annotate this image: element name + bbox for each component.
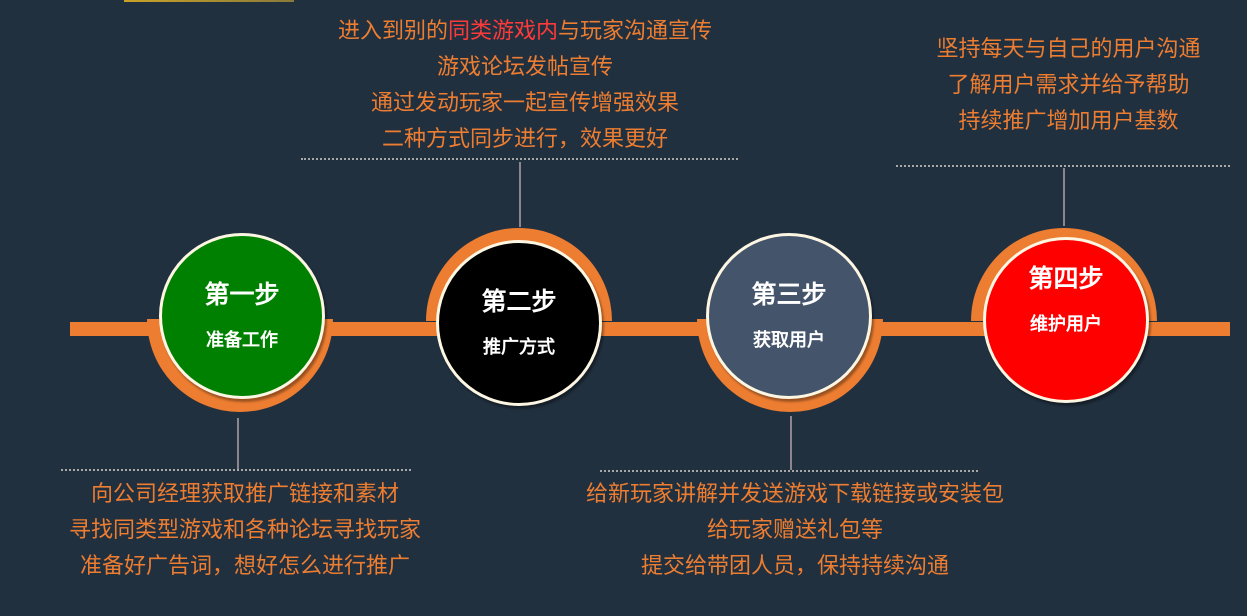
- step3-subtitle: 获取用户: [753, 330, 825, 351]
- step2-dotted-line: [301, 158, 738, 160]
- top-accent-line: [124, 0, 294, 2]
- step3-circle: 第三步 获取用户: [706, 233, 872, 399]
- step4-title: 第四步: [1028, 264, 1104, 293]
- step1-circle: 第一步 准备工作: [159, 233, 325, 399]
- step4-notes: 坚持每天与自己的用户沟通 了解用户需求并给予帮助 持续推广增加用户基数: [890, 32, 1247, 140]
- step1-note: 准备好广告词，想好怎么进行推广: [79, 554, 410, 579]
- step2-note-first: 进入到别的同类游戏内与玩家沟通宣传: [300, 14, 750, 50]
- step2-note: 二种方式同步进行，效果更好: [381, 127, 668, 152]
- step2-connector: [519, 162, 521, 227]
- step2-subtitle: 推广方式: [483, 337, 555, 358]
- step4-circle: 第四步 维护用户: [983, 237, 1149, 403]
- step4-note: 了解用户需求并给予帮助: [947, 73, 1190, 98]
- step1-note: 向公司经理获取推广链接和素材: [90, 482, 399, 507]
- step4-note: 持续推广增加用户基数: [958, 109, 1179, 134]
- step1-subtitle: 准备工作: [206, 330, 278, 351]
- step1-notes: 向公司经理获取推广链接和素材 寻找同类型游戏和各种论坛寻找玩家 准备好广告词，想…: [40, 477, 450, 585]
- step1-connector: [237, 418, 239, 470]
- step1-title: 第一步: [204, 280, 280, 309]
- step4-note: 坚持每天与自己的用户沟通: [936, 37, 1201, 62]
- step3-connector: [790, 416, 792, 470]
- step2-note-text: 进入到别的: [337, 19, 448, 44]
- step3-dotted-line: [600, 470, 978, 472]
- step2-note-text: 与玩家沟通宣传: [558, 19, 713, 44]
- timeline-bar: [70, 322, 1230, 336]
- step2-title: 第二步: [481, 287, 557, 316]
- step2-note-highlight: 同类游戏内: [447, 19, 558, 44]
- step2-note: 通过发动玩家一起宣传增强效果: [370, 91, 679, 116]
- step3-title: 第三步: [751, 280, 827, 309]
- step4-connector: [1063, 168, 1065, 226]
- step3-notes: 给新玩家讲解并发送游戏下载链接或安装包 给玩家赠送礼包等 提交给带团人员，保持持…: [555, 477, 1035, 585]
- step3-note: 给新玩家讲解并发送游戏下载链接或安装包: [585, 482, 1004, 507]
- step4-dotted-line: [896, 165, 1230, 167]
- step2-circle: 第二步 推广方式: [436, 240, 602, 406]
- step4-subtitle: 维护用户: [1030, 314, 1102, 335]
- step2-notes: 进入到别的同类游戏内与玩家沟通宣传 游戏论坛发帖宣传 通过发动玩家一起宣传增强效…: [300, 14, 750, 158]
- step3-note: 给玩家赠送礼包等: [706, 518, 883, 543]
- step3-note: 提交给带团人员，保持持续沟通: [640, 554, 949, 579]
- step2-note: 游戏论坛发帖宣传: [436, 55, 613, 80]
- step1-dotted-line: [61, 469, 411, 471]
- step1-note: 寻找同类型游戏和各种论坛寻找玩家: [68, 518, 421, 543]
